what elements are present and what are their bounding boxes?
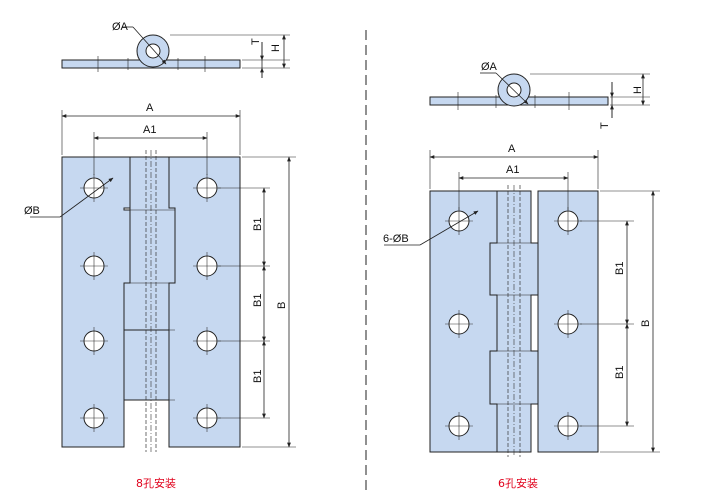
left-holes bbox=[80, 174, 221, 432]
right-b1-bot-label: B1 bbox=[614, 366, 626, 379]
right-caption: 6孔安装 bbox=[498, 476, 538, 490]
left-caption: 8孔安装 bbox=[136, 476, 176, 490]
left-h-label: H bbox=[270, 44, 282, 52]
right-hole bbox=[554, 310, 582, 338]
right-dia-a-label: ØA bbox=[481, 61, 498, 73]
left-pin-hole bbox=[145, 43, 161, 59]
left-hole bbox=[193, 252, 221, 280]
right-hole bbox=[445, 207, 473, 235]
right-h-label: H bbox=[632, 86, 644, 94]
left-front-view bbox=[61, 150, 241, 452]
right-b-label: B bbox=[640, 320, 652, 327]
left-hole bbox=[80, 174, 108, 202]
left-hole bbox=[193, 404, 221, 432]
right-a1-label: A1 bbox=[506, 164, 519, 176]
right-hole bbox=[445, 412, 473, 440]
right-a-label: A bbox=[508, 143, 516, 155]
left-hole bbox=[80, 327, 108, 355]
right-side-view: ØA H T bbox=[429, 61, 650, 129]
left-hole bbox=[80, 404, 108, 432]
right-b1-top-label: B1 bbox=[614, 262, 626, 275]
left-dia-b-label: ØB bbox=[24, 205, 40, 217]
left-a-label: A bbox=[146, 102, 154, 114]
left-hole bbox=[193, 327, 221, 355]
left-dia-a-label: ØA bbox=[112, 21, 129, 33]
left-hole bbox=[80, 252, 108, 280]
right-hole bbox=[445, 310, 473, 338]
left-b1-bot-label: B1 bbox=[252, 370, 264, 383]
left-dimensions: A A1 ØB B1 B1 B1 B bbox=[24, 102, 296, 448]
right-dimensions: A A1 6-ØB B1 B1 B bbox=[383, 143, 660, 453]
left-b-label: B bbox=[276, 302, 288, 309]
left-t-label: T bbox=[250, 38, 262, 45]
left-side-view: ØA T H bbox=[61, 21, 290, 78]
right-hole bbox=[554, 412, 582, 440]
left-b1-mid-label: B1 bbox=[252, 294, 264, 307]
right-t-label: T bbox=[599, 122, 611, 129]
right-hole bbox=[554, 207, 582, 235]
right-holes bbox=[445, 207, 582, 440]
left-a1-label: A1 bbox=[143, 124, 156, 136]
left-b1-top-label: B1 bbox=[252, 218, 264, 231]
right-dia-b-label: 6-ØB bbox=[383, 233, 409, 245]
left-hole bbox=[193, 174, 221, 202]
